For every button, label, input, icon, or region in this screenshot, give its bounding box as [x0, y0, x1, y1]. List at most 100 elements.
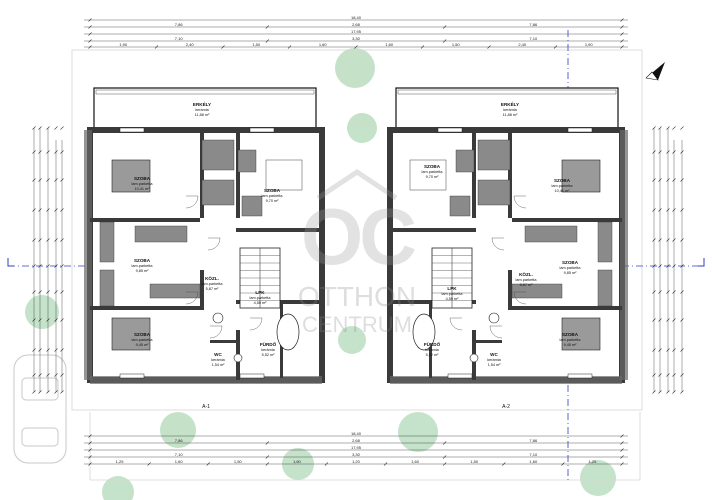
dimension-tick [60, 178, 64, 182]
dimension-tick [442, 25, 447, 29]
door-swing [185, 195, 199, 209]
dimension-tick [32, 264, 36, 268]
dimension-tick [658, 126, 662, 130]
dimension-label: 17,95 [351, 445, 362, 450]
dimension-tick [672, 208, 676, 212]
dimension-tick [442, 441, 447, 445]
interior-wall [472, 130, 476, 218]
dimension-label: 7,86 [529, 22, 538, 27]
dimension-tick [38, 150, 42, 154]
room-name: ERKÉLY [501, 100, 519, 107]
room-name: WC [490, 352, 498, 357]
dimension-tick [620, 45, 624, 49]
dimension-tick [88, 448, 92, 452]
dimension-tick [672, 390, 676, 394]
dimension-tick [32, 178, 36, 182]
dimension-tick [38, 373, 42, 377]
dimension-tick [354, 45, 358, 49]
sink-icon [488, 312, 500, 324]
dimension-tick [32, 348, 36, 352]
room-area: 10,41 m² [135, 187, 151, 191]
built-in-unit [455, 149, 475, 173]
site-lines [71, 49, 643, 481]
room-area: 9,85 m² [564, 271, 578, 275]
room-area: 9,45 m² [136, 343, 150, 347]
dimension-label: 7,10 [175, 452, 184, 457]
tree-icon [335, 48, 375, 88]
dimension-tick [652, 290, 656, 294]
dimension-label: 1,60 [293, 459, 302, 464]
dimension-label: 1,50 [452, 42, 461, 47]
dimension-tick [652, 238, 656, 242]
dimension-tick [38, 390, 42, 394]
dimension-tick [206, 462, 210, 466]
dimension-tick [54, 348, 58, 352]
dimension-tick [287, 45, 292, 49]
built-in-unit [241, 195, 263, 217]
dimension-tick [666, 208, 670, 212]
dimension-label: 3,30 [352, 452, 361, 457]
dimension-tick [420, 45, 425, 49]
dimension-tick [442, 455, 447, 459]
dimension-tick [620, 18, 624, 22]
dimension-tick [38, 348, 42, 352]
dimension-tick [680, 373, 684, 377]
room-area: 1,54 m² [212, 363, 226, 367]
dimension-tick [620, 462, 624, 466]
interior-wall [236, 228, 322, 232]
built-in-unit [237, 149, 257, 173]
dimension-tick [383, 462, 388, 466]
dimension-tick [652, 348, 656, 352]
room-area: 9,85 m² [136, 269, 150, 273]
dimension-tick [680, 178, 684, 182]
dimension-tick [487, 45, 491, 49]
room-name: SZOBA [134, 332, 151, 337]
wall-hatch [390, 376, 622, 384]
dimension-tick [54, 126, 58, 130]
dimension-tick [666, 126, 670, 130]
built-in-unit [134, 225, 188, 243]
dimension-tick [652, 208, 656, 212]
wall-hatch [620, 130, 628, 380]
bathtub-icon [412, 313, 436, 351]
door-swing [489, 325, 503, 339]
dimension-tick [60, 150, 64, 154]
dimension-tick [666, 178, 670, 182]
dimension-tick [88, 434, 92, 438]
dimension-tick [658, 208, 662, 212]
room-floor: lam.parketta [442, 292, 464, 296]
built-in-unit [149, 283, 201, 299]
dimension-tick [54, 318, 58, 322]
room-name: SZOBA [134, 176, 151, 181]
dimension-tick [442, 39, 447, 43]
window [249, 127, 275, 133]
dimension-tick [88, 39, 92, 43]
dimension-tick [658, 318, 662, 322]
room-floor: kerámia [261, 348, 275, 352]
built-in-unit [477, 179, 511, 206]
dimension-tick [60, 126, 64, 130]
toilet-icon [469, 353, 479, 363]
dimension-tick [32, 390, 36, 394]
built-in-unit [201, 179, 235, 206]
dimension-tick [652, 318, 656, 322]
toilet-icon [233, 353, 243, 363]
built-in-unit [99, 269, 115, 307]
wall-hatch [84, 130, 92, 380]
dimension-tick [680, 238, 684, 242]
dimension-tick [54, 208, 58, 212]
dimension-tick [666, 238, 670, 242]
interior-wall [508, 270, 512, 310]
interior-wall [90, 306, 200, 310]
dimension-tick [38, 238, 42, 242]
dimension-tick [658, 178, 662, 182]
